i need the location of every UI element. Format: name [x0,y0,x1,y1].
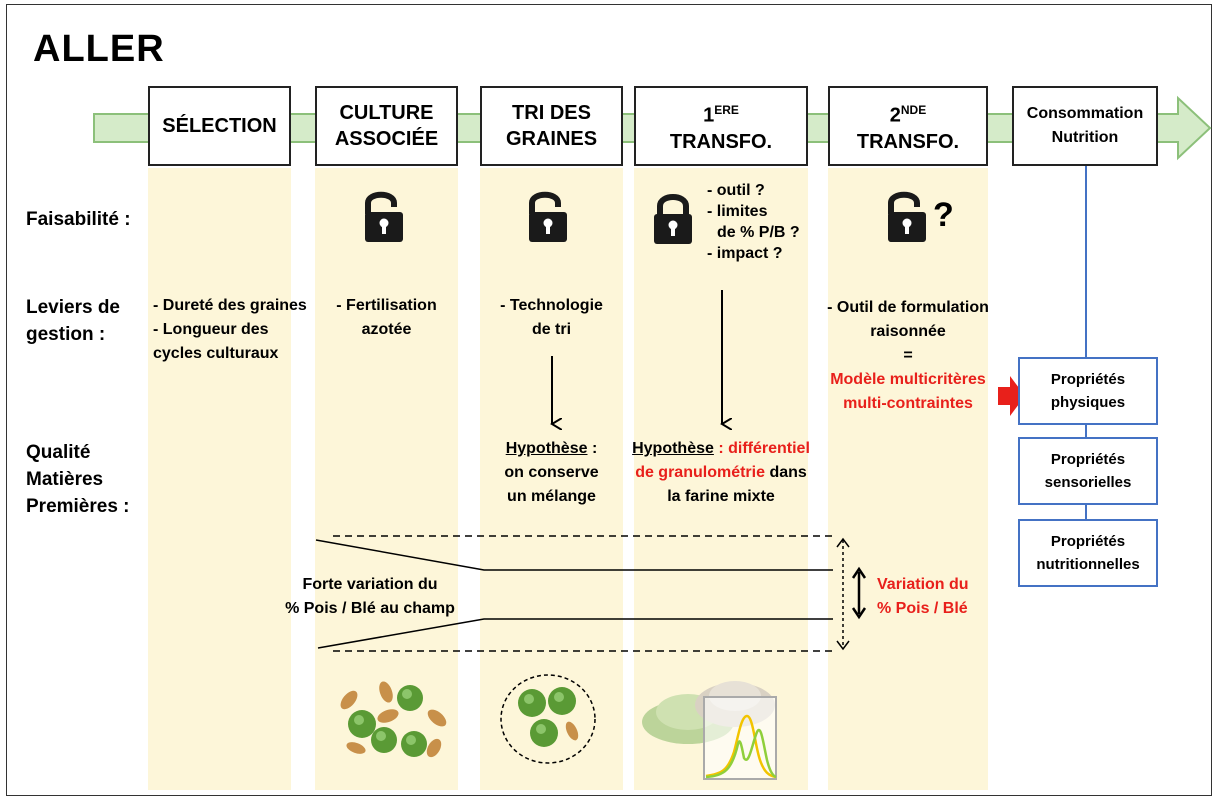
stage-tri: TRI DES GRAINES [480,86,623,166]
prop-sensorielles: Propriétés sensorielles [1018,437,1158,505]
modele-multicriteres: Modèle multicritères [830,371,986,388]
qualite-premiere: Hypothèse : différentiel de granulométri… [632,440,810,505]
column-bg-seconde [828,168,988,790]
leviers-selection: - Dureté des graines - Longueur des cycl… [153,297,307,362]
column-bg-tri [480,168,623,790]
question-mark: ? [933,196,954,234]
sorted-peas-image [500,674,596,764]
stage-culture: CULTURE ASSOCIÉE [315,86,458,166]
lower-variation-line [317,618,833,649]
stage-conso-line1: Consommation [1026,105,1144,122]
leviers-culture: - Fertilisation azotée [336,297,437,338]
stage-seconde: 2NDE TRANSFO. [828,86,988,166]
stage-tri-line2: GRAINES [505,128,598,150]
forte-variation-label: Forte variation du % Pois / Blé au champ [285,576,455,617]
stage-consommation: Consommation Nutrition [1012,86,1158,166]
open-lock-icon [888,191,926,242]
row-label-faisabilite: Faisabilité : [26,209,131,230]
upper-variation-line [315,539,833,571]
open-lock-icon [529,191,567,242]
row-label-qualite: Qualité Matières Premières : [26,442,130,517]
page-title: ALLER [33,28,165,70]
stage-tri-line1: TRI DES [512,102,591,124]
stage-premiere: 1ERE TRANSFO. [634,86,808,166]
open-lock-icon [365,191,403,242]
flour-granulometry-image [642,681,777,780]
stage-selection: SÉLECTION [148,86,291,166]
stage-seconde-line2: TRANSFO. [856,130,960,153]
stage-seconde-line1: 2NDE [889,103,927,127]
leviers-seconde: - Outil de formulation raisonnée = Modèl… [822,296,994,416]
stage-culture-line2: ASSOCIÉE [334,128,439,150]
stage-conso-line2: Nutrition [1051,129,1119,146]
premiere-faisabilite-notes: - outil ? - limites de % P/B ? - impact … [707,182,800,262]
column-bg-selection [148,168,291,790]
variation-pois-ble: Variation du % Pois / Blé [877,576,969,617]
row-label-leviers: Leviers de gestion : [26,297,120,345]
stage-premiere-line2: TRANSFO. [669,130,773,153]
red-arrow-icon [998,376,1025,416]
seed-mixture-image [340,681,447,758]
prop-physiques: Propriétés physiques [1018,357,1158,425]
leviers-tri: - Technologie de tri [500,297,603,338]
stage-premiere-line1: 1ERE [703,103,739,127]
stage-culture-line1: CULTURE [339,102,434,124]
closed-lock-icon [654,194,692,244]
prop-nutritionnelles: Propriétés nutritionnelles [1018,519,1158,587]
outer-frame [6,4,1212,796]
qualite-tri: Hypothèse : on conserve un mélange [504,440,599,505]
stage-selection-label: SÉLECTION [162,115,277,137]
